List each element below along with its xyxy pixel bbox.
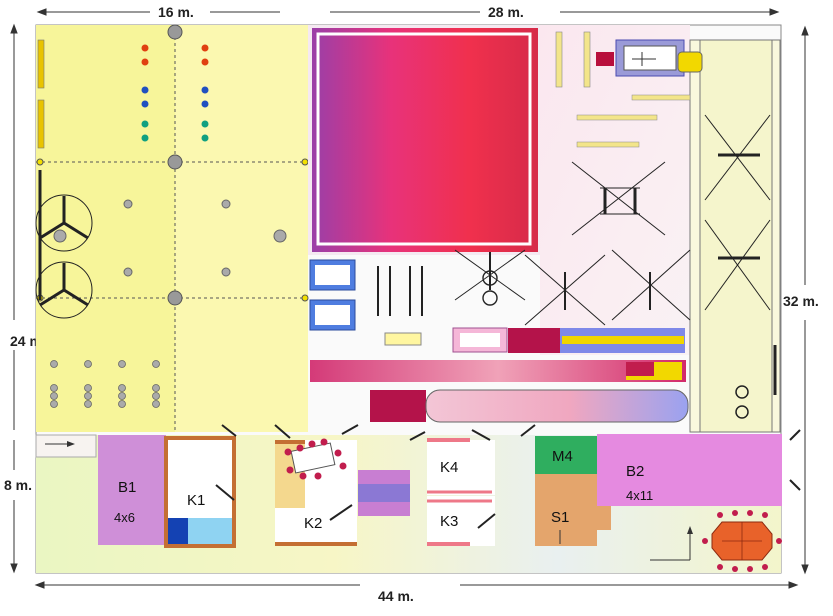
dim-label-right: 32 m. xyxy=(783,293,819,309)
room-k3-label: K3 xyxy=(440,513,458,530)
room-s1 xyxy=(535,474,597,546)
dim-label-left-lower: 8 m. xyxy=(4,477,32,493)
conveyor-bar xyxy=(310,360,686,382)
yellow-storage-area xyxy=(35,24,309,432)
dim-label-top-left: 16 m. xyxy=(158,4,194,20)
conference-table xyxy=(702,510,782,572)
dim-label-bottom: 44 m. xyxy=(378,588,414,604)
room-b2-size: 4x11 xyxy=(626,488,653,503)
room-b1-label: B1 xyxy=(118,479,136,496)
room-k2 xyxy=(274,424,357,546)
room-s1-label: S1 xyxy=(551,509,569,526)
room-b1 xyxy=(98,435,166,545)
dim-label-top-right: 28 m. xyxy=(488,4,524,20)
room-b1-size: 4x6 xyxy=(114,510,135,525)
main-hall xyxy=(308,25,540,255)
room-k4 xyxy=(427,429,495,495)
room-k2-label: K2 xyxy=(304,515,322,532)
room-m4 xyxy=(535,436,597,474)
conveyor-bar-lower xyxy=(370,390,426,422)
room-k4-label: K4 xyxy=(440,459,458,476)
room-b2-label: B2 xyxy=(626,463,644,480)
room-k1-label: K1 xyxy=(187,492,205,509)
room-m4-label: M4 xyxy=(552,448,573,465)
fan-icon xyxy=(35,261,93,319)
equipment-items xyxy=(309,31,777,419)
fan-icon xyxy=(35,194,93,252)
room-k1 xyxy=(164,436,236,548)
room-k3 xyxy=(427,496,496,546)
room-b2 xyxy=(597,434,782,506)
dimension-lines xyxy=(10,8,809,589)
